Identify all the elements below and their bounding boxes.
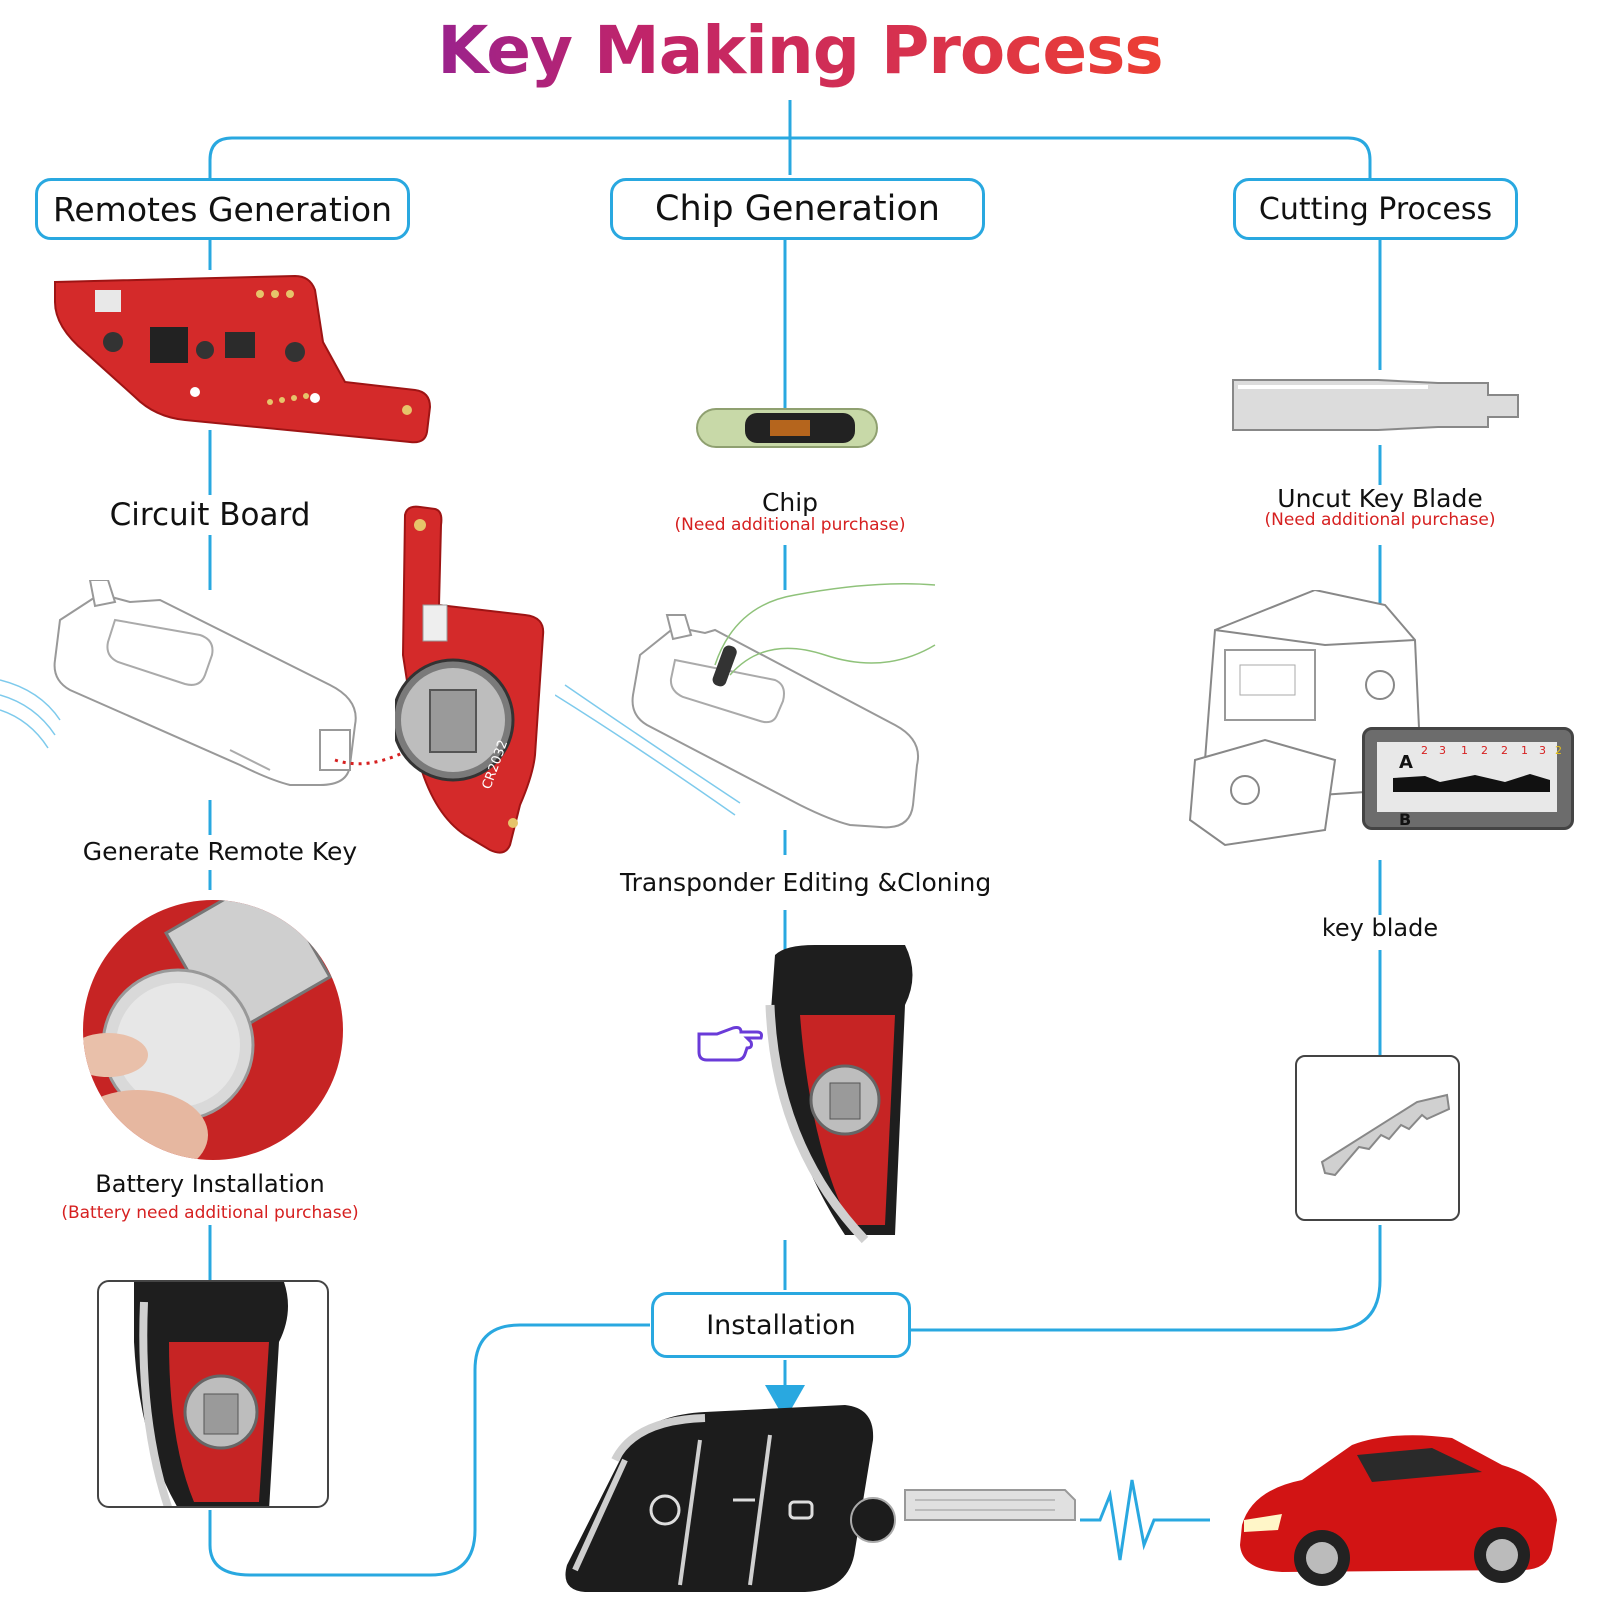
marker-a: A <box>1399 752 1413 773</box>
flip-key-icon <box>565 1405 1076 1592</box>
install-arrow-icon <box>765 1385 805 1420</box>
remotes-generation-label: Remotes Generation <box>52 189 393 229</box>
cut-blade-box <box>1295 1055 1460 1221</box>
top-branch-line <box>208 136 1372 178</box>
cut-key-blade-icon <box>1320 1093 1451 1177</box>
key-programmer-icon <box>0 580 357 786</box>
remotes-generation-header: Remotes Generation <box>35 178 410 240</box>
chip-label: Chip <box>761 488 819 517</box>
cut-digit: 2 <box>1501 744 1508 757</box>
blade-purchase-note: (Need additional purchase) <box>1264 510 1496 530</box>
chip-generation-header: Chip Generation <box>610 178 985 240</box>
cut-preview-icon: A B 2 3 1 2 2 1 3 2 <box>1377 742 1562 829</box>
programmer-with-chip-icon <box>555 583 936 829</box>
cut-digit: 1 <box>1521 744 1528 757</box>
cut-digit: 3 <box>1539 744 1546 757</box>
signal-pulse-icon <box>1080 1479 1210 1561</box>
pointing-hand-icon <box>697 1026 763 1062</box>
remotes-return-line <box>208 1323 650 1577</box>
battery-purchase-note: (Battery need additional purchase) <box>61 1203 359 1223</box>
installation-box: Installation <box>651 1292 911 1358</box>
cut-digit: 2 <box>1481 744 1488 757</box>
transponder-chip-icon <box>696 408 878 448</box>
uncut-key-blade-label: Uncut Key Blade <box>1277 484 1483 513</box>
cutting-process-label: Cutting Process <box>1258 191 1493 227</box>
cut-digit: 1 <box>1461 744 1468 757</box>
cut-preview-panel: A B 2 3 1 2 2 1 3 2 <box>1362 727 1574 830</box>
key-blade-label: key blade <box>1321 914 1439 942</box>
cut-digit: 2 <box>1555 744 1562 757</box>
cutting-vertical-line <box>910 240 1382 1332</box>
chip-purchase-note: (Need additional purchase) <box>674 515 906 535</box>
cut-digit: 3 <box>1439 744 1446 757</box>
transponder-editing-label: Transponder Editing &Cloning <box>620 868 992 897</box>
battery-installation-label: Battery Installation <box>95 1170 325 1198</box>
cut-digits: 2 3 1 2 2 1 3 2 <box>1421 744 1562 757</box>
assembled-key-box <box>97 1280 329 1508</box>
page-title: Key Making Process <box>0 12 1600 89</box>
chip-generation-label: Chip Generation <box>655 189 940 229</box>
red-car-icon <box>1240 1435 1557 1586</box>
coin-battery-icon <box>83 900 343 1160</box>
circuit-board-label: Circuit Board <box>109 497 311 533</box>
uncut-key-blade-icon <box>1232 379 1519 431</box>
marker-b: B <box>1399 810 1411 827</box>
remote-pcb-icon: CR2032 <box>395 505 545 854</box>
generate-remote-key-label: Generate Remote Key <box>82 837 358 866</box>
installation-label: Installation <box>706 1309 856 1341</box>
circuit-board-icon <box>54 274 432 444</box>
open-key-shell-icon <box>134 1282 288 1506</box>
cut-digit: 2 <box>1421 744 1428 757</box>
cutting-process-header: Cutting Process <box>1233 178 1518 240</box>
flip-key-shell-icon <box>765 945 913 1244</box>
